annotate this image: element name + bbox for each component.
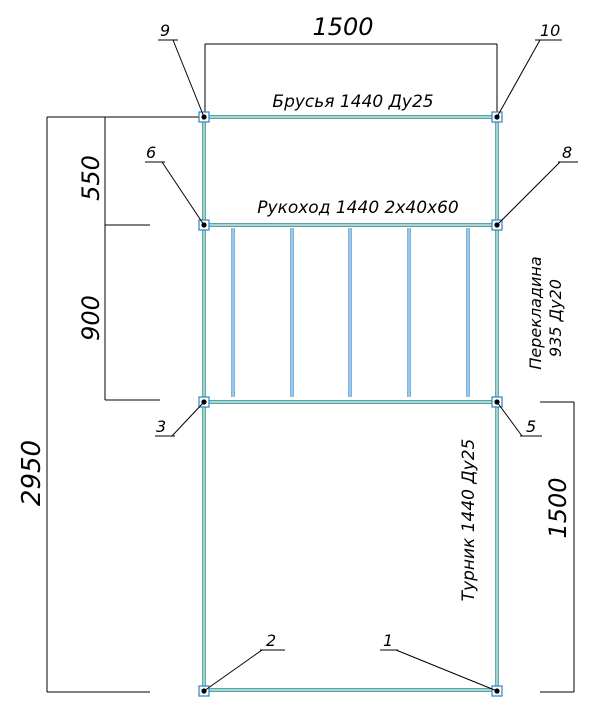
dimension-right-bottom (540, 401, 575, 693)
label-bars: Брусья 1440 Ду25 (272, 92, 433, 112)
label-crossbar-line1: Перекладина (526, 256, 545, 369)
dimension-total-height-value: 2950 (17, 440, 47, 506)
dimension-total-height (46, 116, 200, 693)
dimension-bottom-section-value: 1500 (544, 477, 572, 538)
leader-lines (145, 39, 578, 692)
label-horizontal-bar: Турник 1440 Ду25 (459, 439, 479, 602)
node-label-2: 2 (266, 631, 276, 650)
dimension-left-sections (104, 117, 160, 401)
label-crossbar-line2: 935 Ду20 (546, 279, 565, 357)
node-label-6: 6 (146, 143, 156, 162)
dimension-top-section-value: 550 (77, 155, 105, 201)
node-label-3: 3 (156, 417, 166, 436)
ladder-rungs (231, 228, 470, 397)
dimension-top-width (204, 43, 498, 115)
node-label-9: 9 (160, 21, 170, 40)
dimension-top-width-value: 1500 (312, 13, 373, 41)
node-label-10: 10 (540, 21, 560, 40)
node-label-1: 1 (383, 631, 393, 650)
label-monkey-bars: Рукоход 1440 2х40х60 (257, 198, 458, 218)
node-label-8: 8 (562, 143, 572, 162)
dimension-middle-section-value: 900 (77, 295, 105, 341)
node-label-5: 5 (526, 417, 536, 436)
